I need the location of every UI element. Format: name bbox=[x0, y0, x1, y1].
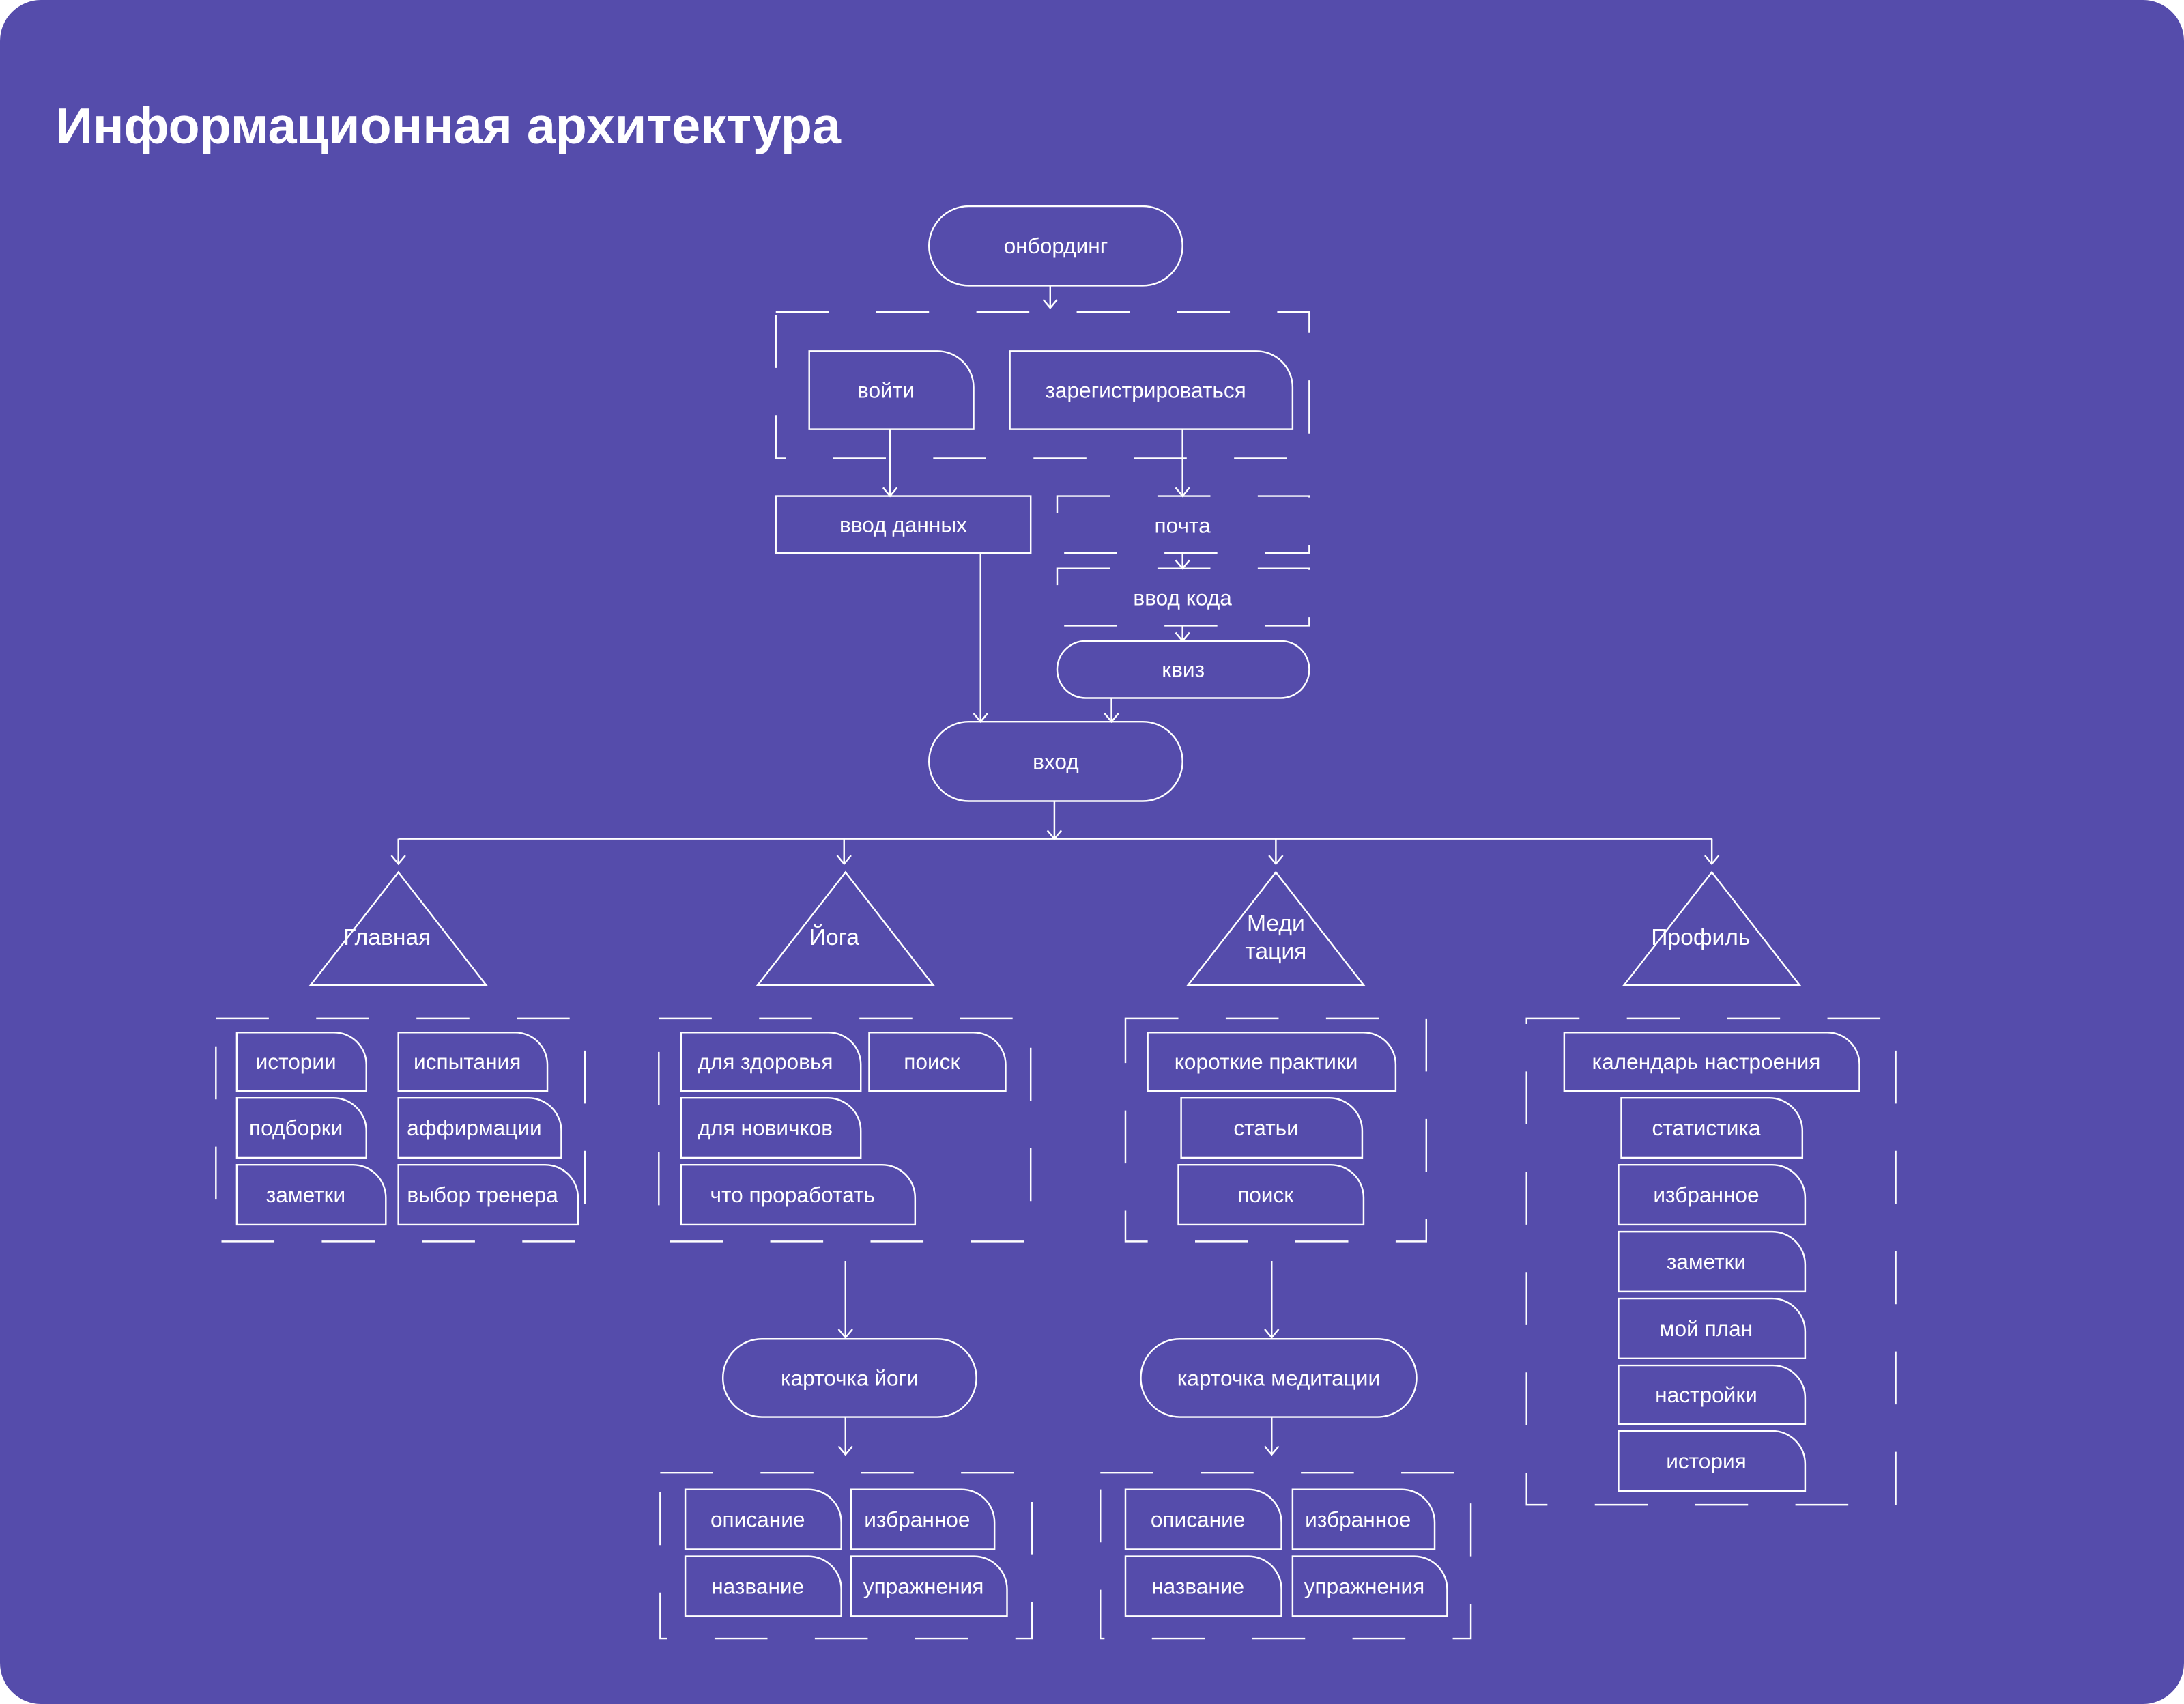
register-node-shape bbox=[1009, 350, 1294, 430]
login-node-shape bbox=[808, 350, 975, 430]
yoga-item-label: что проработать bbox=[710, 1182, 874, 1207]
yoga-card-item-label: описание bbox=[710, 1507, 805, 1532]
onboarding-node-label: онбординг bbox=[1004, 233, 1108, 258]
arrow-head-icon bbox=[1042, 299, 1058, 309]
meditation-group bbox=[1124, 1017, 1428, 1242]
meditation-item-label: статьи bbox=[1233, 1116, 1298, 1140]
meditation-card-item-shape bbox=[1124, 1555, 1282, 1617]
section-triangle bbox=[1186, 870, 1366, 986]
section-title: Профиль bbox=[1651, 925, 1750, 950]
login-node-label: войти bbox=[857, 378, 915, 402]
section-title: тация bbox=[1245, 939, 1306, 964]
home-item-label: подборки bbox=[249, 1116, 343, 1140]
profile-group bbox=[1525, 1017, 1897, 1506]
meditation-card-item-shape bbox=[1291, 1488, 1436, 1550]
profile-item-shape bbox=[1618, 1430, 1807, 1492]
arrow-head-icon bbox=[1268, 855, 1284, 866]
yoga-card-item-label: название bbox=[711, 1574, 804, 1599]
profile-item-label: настройки bbox=[1655, 1382, 1757, 1407]
section-title: Меди bbox=[1247, 911, 1305, 937]
meditation-item-shape bbox=[1147, 1032, 1397, 1092]
yoga-item-label: для здоровья bbox=[698, 1049, 833, 1074]
meditation-card-node-label: карточка медитации bbox=[1177, 1365, 1380, 1390]
profile-item-label: мой план bbox=[1660, 1316, 1753, 1341]
profile-item-label: статистика bbox=[1652, 1116, 1760, 1140]
yoga-card-item-shape bbox=[850, 1488, 996, 1550]
profile-item-shape bbox=[1618, 1364, 1807, 1425]
yoga-item-label: для новичков bbox=[698, 1116, 833, 1140]
yoga-card-item-shape bbox=[850, 1555, 1008, 1617]
home-item-label: аффирмации bbox=[407, 1116, 542, 1140]
profile-item-label: избранное bbox=[1653, 1182, 1759, 1207]
yoga-card-node-label: карточка йоги bbox=[781, 1365, 919, 1390]
profile-item-shape bbox=[1618, 1163, 1807, 1226]
quiz-node-shape bbox=[1056, 640, 1310, 699]
quiz-node-label: квиз bbox=[1162, 657, 1205, 682]
meditation-card-node-shape bbox=[1140, 1338, 1418, 1418]
home-item-shape bbox=[397, 1163, 579, 1226]
arrow-head-icon bbox=[1264, 1445, 1280, 1456]
entry-node-shape bbox=[928, 720, 1183, 802]
yoga-card-item-label: избранное bbox=[864, 1507, 970, 1532]
home-item-shape bbox=[235, 1163, 387, 1226]
yoga-card-node-shape bbox=[721, 1338, 977, 1418]
meditation-item-label: короткие практики bbox=[1175, 1049, 1358, 1074]
home-item-shape bbox=[397, 1032, 549, 1092]
arrow-head-icon bbox=[390, 855, 406, 866]
onboarding-node-shape bbox=[928, 205, 1183, 287]
data-entry-node-label: ввод данных bbox=[839, 512, 967, 537]
meditation-card-group bbox=[1100, 1471, 1472, 1640]
yoga-item-shape bbox=[680, 1163, 917, 1226]
section-title: Йога bbox=[809, 924, 859, 950]
profile-item-shape bbox=[1618, 1297, 1807, 1360]
yoga-item-shape bbox=[680, 1096, 862, 1159]
home-item-label: выбор тренера bbox=[407, 1182, 558, 1207]
section-triangle bbox=[308, 870, 488, 986]
email-node-label: почта bbox=[1155, 513, 1211, 537]
home-item-label: испытания bbox=[414, 1049, 521, 1074]
meditation-item-label: поиск bbox=[1237, 1182, 1293, 1207]
arrow-head-icon bbox=[837, 1329, 853, 1339]
home-item-shape bbox=[397, 1096, 562, 1159]
meditation-card-item-shape bbox=[1124, 1488, 1282, 1550]
meditation-item-shape bbox=[1177, 1163, 1365, 1226]
profile-item-shape bbox=[1563, 1032, 1860, 1092]
arrow-head-icon bbox=[836, 855, 852, 866]
profile-item-label: история bbox=[1666, 1449, 1747, 1473]
page-title: Информационная архитектура bbox=[56, 98, 842, 155]
code-node-label: ввод кода bbox=[1133, 586, 1232, 610]
section-triangle bbox=[756, 870, 935, 986]
meditation-card-item-label: упражнения bbox=[1304, 1574, 1425, 1599]
meditation-card-item-shape bbox=[1291, 1555, 1448, 1617]
data-entry-node-shape bbox=[775, 495, 1032, 554]
yoga-item-label: поиск bbox=[904, 1049, 960, 1074]
yoga-card-group bbox=[659, 1471, 1033, 1640]
entry-node-label: вход bbox=[1033, 749, 1079, 773]
auth-group bbox=[775, 311, 1310, 459]
meditation-card-item-label: избранное bbox=[1305, 1507, 1411, 1532]
register-node-label: зарегистрироваться bbox=[1045, 378, 1246, 402]
profile-item-shape bbox=[1620, 1096, 1804, 1159]
profile-item-shape bbox=[1618, 1230, 1807, 1293]
profile-item-label: заметки bbox=[1667, 1249, 1746, 1274]
meditation-item-shape bbox=[1180, 1096, 1364, 1159]
home-item-shape bbox=[235, 1096, 367, 1159]
section-title: Главная bbox=[343, 925, 431, 950]
yoga-card-item-shape bbox=[684, 1555, 842, 1617]
meditation-card-item-label: название bbox=[1151, 1574, 1244, 1599]
profile-item-label: календарь настроения bbox=[1592, 1049, 1821, 1074]
yoga-item-shape bbox=[680, 1032, 862, 1092]
meditation-card-item-label: описание bbox=[1151, 1507, 1246, 1532]
arrow-head-icon bbox=[1704, 855, 1720, 866]
section-triangle bbox=[1622, 870, 1802, 986]
yoga-card-item-label: упражнения bbox=[863, 1574, 984, 1599]
yoga-item-shape bbox=[868, 1032, 1007, 1092]
yoga-card-item-shape bbox=[684, 1488, 842, 1550]
arrow-head-icon bbox=[1264, 1329, 1280, 1339]
home-item-shape bbox=[235, 1032, 367, 1092]
arrow-head-icon bbox=[837, 1445, 853, 1456]
home-item-label: истории bbox=[256, 1049, 336, 1074]
home-item-label: заметки bbox=[266, 1182, 345, 1207]
